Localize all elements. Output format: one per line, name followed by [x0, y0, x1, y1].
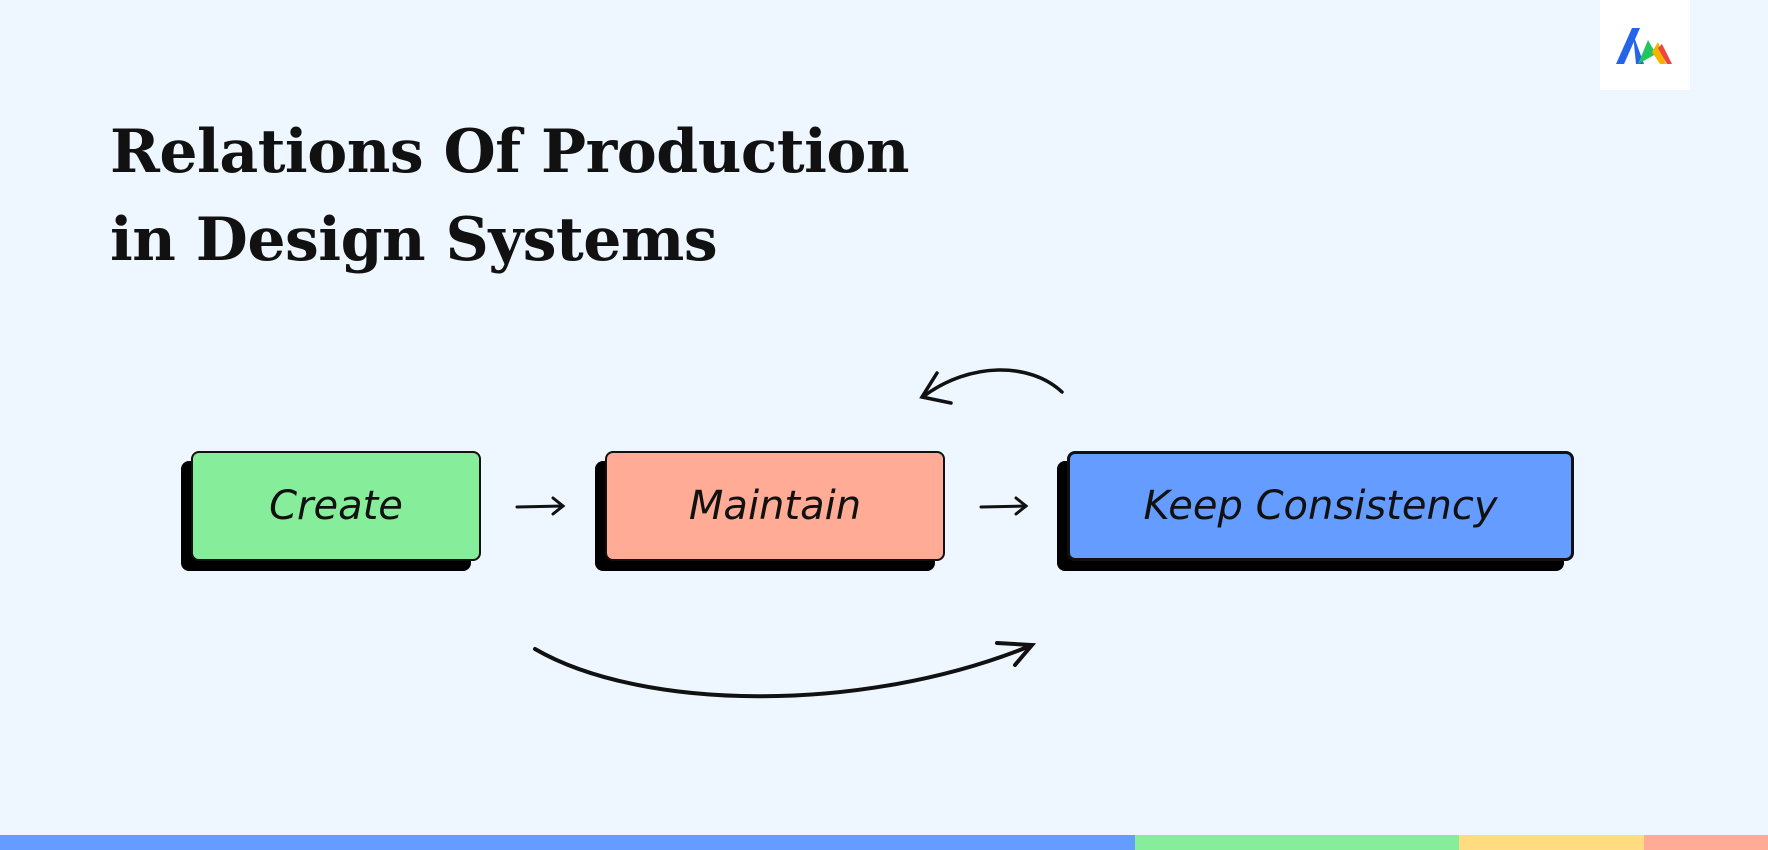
title-line-2: in Design Systems	[110, 205, 718, 275]
brand-logo-icon	[1616, 28, 1672, 64]
node-create: Create	[191, 451, 481, 561]
node-maintain: Maintain	[605, 451, 945, 561]
title-line-1: Relations Of Production	[110, 117, 910, 187]
brand-logo	[1600, 0, 1690, 90]
arrow-maintain-to-keep	[979, 496, 1029, 516]
arrow-create-to-keep-curve	[533, 641, 1037, 699]
node-keep-consistency-label: Keep Consistency	[1143, 483, 1498, 529]
node-create-label: Create	[269, 483, 403, 529]
arrow-create-to-maintain	[515, 496, 566, 516]
bottom-bar-segment-yellow	[1459, 835, 1644, 850]
bottom-bar-segment-blue	[0, 835, 1135, 850]
bottom-bar-segment-salmon	[1644, 835, 1768, 850]
page-title: Relations Of Production in Design System…	[110, 108, 910, 284]
node-keep-consistency: Keep Consistency	[1067, 451, 1574, 561]
arrow-keep-to-maintain-loop	[919, 368, 1064, 405]
bottom-bar-segment-green	[1135, 835, 1459, 850]
node-maintain-label: Maintain	[688, 483, 862, 529]
bottom-color-bar	[0, 835, 1768, 850]
